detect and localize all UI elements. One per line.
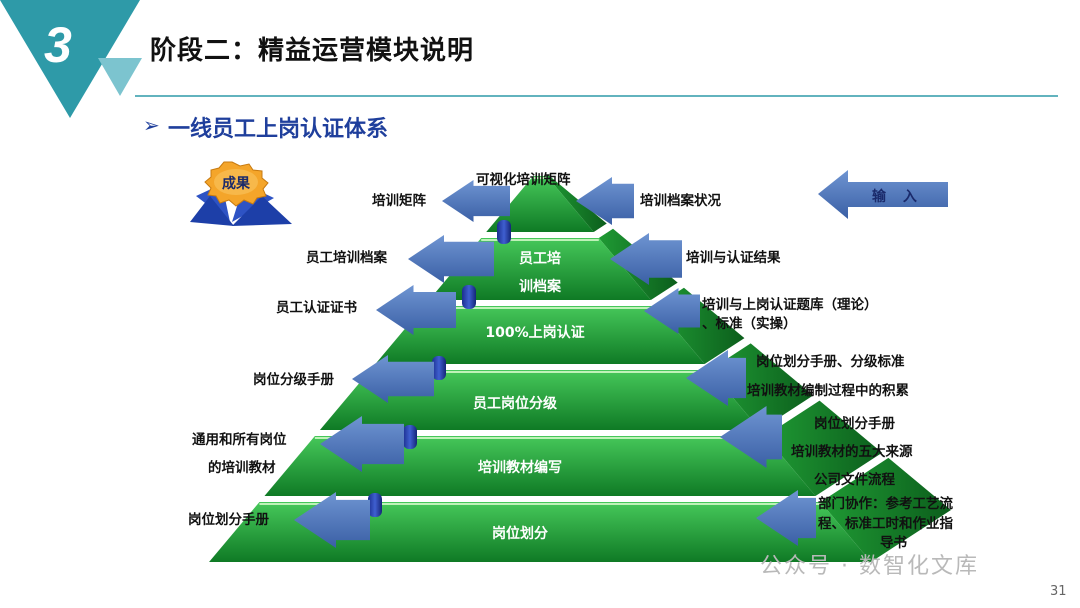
header-teal-triangle xyxy=(0,0,140,118)
output-arrow xyxy=(352,355,434,403)
level-2-label: 100%上岗认证 xyxy=(485,325,585,341)
output-label: 员工认证证书 xyxy=(276,300,357,316)
input-side-arrow xyxy=(720,406,782,468)
output-arrow xyxy=(320,416,404,472)
output-arrow xyxy=(442,180,510,222)
input-arrow xyxy=(818,170,948,219)
output-label: 培训矩阵 xyxy=(372,193,426,209)
page-subtitle: 一线员工上岗认证体系 xyxy=(168,117,389,142)
outputs-badge-label: 成果 xyxy=(222,176,250,192)
pyramid-level-5-highlight xyxy=(259,503,821,505)
output-label: 岗位划分手册 xyxy=(188,512,269,528)
level-1-label-line1: 员工培 xyxy=(519,251,561,267)
subtitle-bullet-icon: ➢ xyxy=(143,113,160,137)
pyramid-level-4-side xyxy=(765,400,883,496)
pyramid-level-2-highlight xyxy=(424,307,656,309)
input-side-arrow xyxy=(756,490,816,546)
output-label-line2: 的培训教材 xyxy=(208,460,276,476)
output-arrow xyxy=(376,285,456,335)
input-label-line1: 岗位划分手册 xyxy=(814,416,895,432)
input-label-line2: 培训教材编制过程中的积累 xyxy=(747,383,909,399)
step-cylinder xyxy=(403,425,417,449)
pyramid-level-5-side xyxy=(820,457,951,562)
result-badge xyxy=(190,161,292,226)
input-label: 培训档案状况 xyxy=(640,193,721,209)
step-cylinder xyxy=(432,356,446,380)
pyramid-top-tier-highlight xyxy=(533,177,547,179)
input-side-arrow xyxy=(576,177,634,225)
header-teal-light-triangle xyxy=(98,58,142,96)
watermark-text: 公众号 · 数智化文库 xyxy=(760,554,979,579)
input-label-line1: 培训与上岗认证题库（理论） xyxy=(702,297,878,313)
level-4-label: 培训教材编写 xyxy=(478,460,562,476)
level-3-label: 员工岗位分级 xyxy=(473,396,557,412)
output-label: 岗位分级手册 xyxy=(253,372,334,388)
page-number: 31 xyxy=(1050,584,1067,599)
arrows xyxy=(294,177,816,548)
step-cylinder xyxy=(462,285,476,309)
section-number: 3 xyxy=(44,17,72,73)
pyramid-level-2-front xyxy=(375,306,705,364)
input-label: 培训与认证结果 xyxy=(686,250,781,266)
input-side-arrow xyxy=(644,288,700,334)
step-cylinder xyxy=(368,493,382,517)
output-arrow xyxy=(408,235,494,283)
input-label-line2: 程、标准工时和作业指 xyxy=(818,516,953,532)
level-1-label-line2: 训档案 xyxy=(519,279,561,295)
input-label-line2: 、标准（实操） xyxy=(702,316,797,332)
output-label-line1: 通用和所有岗位 xyxy=(192,432,287,448)
page-title: 阶段二：精益运营模块说明 xyxy=(150,36,475,66)
pyramid-top-label: 可视化培训矩阵 xyxy=(476,172,571,188)
pyramid-level-4-highlight xyxy=(314,437,766,439)
pyramid-level-3-highlight xyxy=(370,371,710,373)
step-cylinder xyxy=(497,220,511,244)
output-label: 员工培训档案 xyxy=(306,250,387,266)
pyramid-top-tier-front xyxy=(486,176,594,232)
input-side-arrow xyxy=(610,233,682,285)
input-side-arrow xyxy=(686,350,746,406)
output-arrow xyxy=(294,492,370,548)
input-label-line1: 部门协作：参考工艺流 xyxy=(818,496,953,512)
level-5-label: 岗位划分 xyxy=(492,526,548,542)
inputs-label: 输 入 xyxy=(872,189,923,205)
input-label-line1: 岗位划分手册、分级标准 xyxy=(756,354,905,370)
input-label-line3: 导书 xyxy=(880,535,907,551)
input-label-line2: 培训教材的五大来源 xyxy=(791,444,913,460)
pyramid-top-tier-side xyxy=(546,174,607,232)
input-label-line3: 公司文件流程 xyxy=(814,472,895,488)
